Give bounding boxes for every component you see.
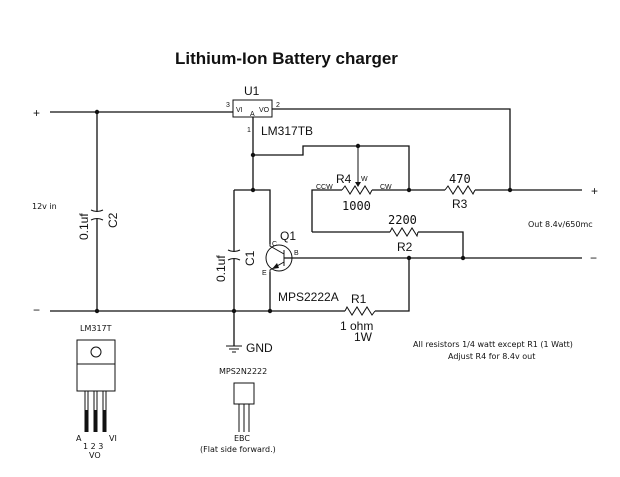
c2-capacitor-symbol [90,209,104,221]
gnd-label: GND [246,341,273,355]
q1-pin-e: E [262,270,267,277]
r3-ref: R3 [452,197,468,211]
r4-wiper-label: W [361,176,368,183]
r2-wire [312,231,464,258]
r3-resistor-symbol [444,185,476,196]
r4-wiper-arrow-icon [355,182,361,187]
c1-capacitor-symbol [227,249,241,261]
lm317t-mount-hole-icon [90,346,102,358]
note-resistors: All resistors 1/4 watt except R1 (1 Watt… [413,340,573,349]
lm317t-leads [84,391,107,410]
r2-ref: R2 [397,240,413,254]
r1-power: 1W [354,330,373,344]
u1-pin-adj: A [250,111,255,118]
r4-ref: R4 [336,172,352,186]
lm317t-pin-numbers: 1 2 3 [83,442,103,451]
output-plus-label: + [591,184,598,198]
lm317t-tab [76,339,116,365]
lm317t-pin-vi: VI [109,434,117,443]
ground-icon [226,345,242,353]
u1-pin3: 3 [226,102,230,109]
u1-pin-vo: VO [259,107,270,114]
lm317t-lead-ends [84,410,107,432]
u1-pin1: 1 [247,127,251,134]
q1-pin-b: B [294,250,299,257]
c1-ref: C1 [243,250,257,266]
r4-cw-label: CW [380,184,392,191]
lm317t-pin-a: A [76,434,82,443]
r4-value: 1000 [342,199,371,213]
junction [406,187,412,193]
u1-pin2: 2 [276,102,280,109]
note-adjust: Adjust R4 for 8.4v out [448,352,535,361]
c1-q1-wire [233,189,271,311]
r4-resistor-symbol [341,185,373,196]
r4-ccw-label: CCW [316,184,333,191]
r2-value: 2200 [388,213,417,227]
mps2n2222-leads [238,404,250,432]
u1-pin-vi: VI [236,107,243,114]
c2-value: 0.1uf [77,213,91,240]
q1-emitter-arrow-icon [272,263,279,269]
input-minus-label: − [33,303,40,317]
input-voltage-label: 12v in [32,202,57,211]
u1-ref: U1 [244,84,260,98]
lm317t-pin-vo: VO [89,451,101,460]
r2-resistor-symbol [389,226,419,238]
q1-pin-c: C [272,241,277,248]
u1-part-number: LM317TB [261,124,313,138]
c1-value: 0.1uf [214,255,228,282]
q1-ref: Q1 [280,229,296,243]
r1-resistor-symbol [344,305,376,316]
schematic-title: Lithium-Ion Battery charger [175,49,398,68]
mps2n2222-pin-labels: EBC [234,434,250,443]
adj-to-r4-wire [253,145,410,190]
mps2n2222-body [233,382,255,405]
junction [406,255,412,261]
r1-ref: R1 [351,292,367,306]
output-minus-label: − [590,251,597,265]
junction [507,187,513,193]
mps2n2222-package-label: MPS2N2222 [219,367,267,376]
r3-value: 470 [449,172,471,186]
vo-wire [272,108,511,190]
lm317t-package-label: LM317T [80,324,112,333]
input-plus-label: + [33,106,40,120]
mps2n2222-orientation-note: (Flat side forward.) [200,445,276,454]
output-rating-label: Out 8.4v/650mc [528,220,593,229]
c2-ref: C2 [106,212,120,228]
lm317t-body [76,363,116,392]
q1-part-number: MPS2222A [278,290,339,304]
r1-value: 1 ohm [340,319,373,333]
